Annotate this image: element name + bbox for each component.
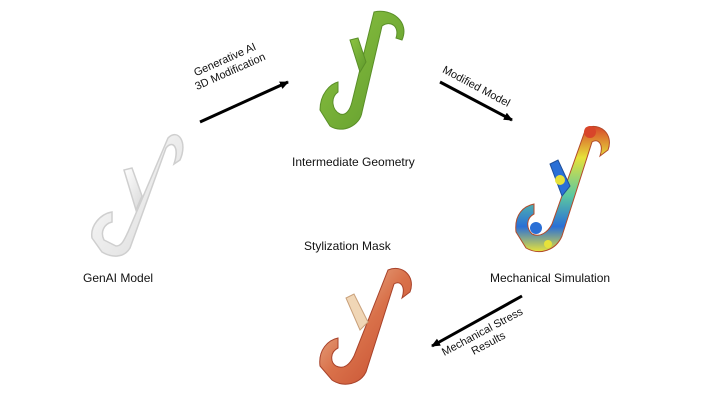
stylization-model-shape	[319, 268, 412, 385]
genai-model-shape	[91, 133, 184, 257]
arrow-intermediate-to-simulation	[439, 80, 513, 122]
intermediate-model-shape	[319, 10, 405, 130]
mechanical-simulation-label: Mechanical Simulation	[490, 271, 611, 285]
simulation-model-shape	[515, 126, 610, 252]
arrow-simulation-to-stylization	[431, 294, 523, 348]
arrow-genai-to-intermediate	[199, 80, 289, 124]
genai-model-label: GenAI Model	[83, 271, 154, 285]
stylization-mask-label: Stylization Mask	[304, 239, 391, 253]
intermediate-geometry-label: Intermediate Geometry	[292, 155, 415, 169]
